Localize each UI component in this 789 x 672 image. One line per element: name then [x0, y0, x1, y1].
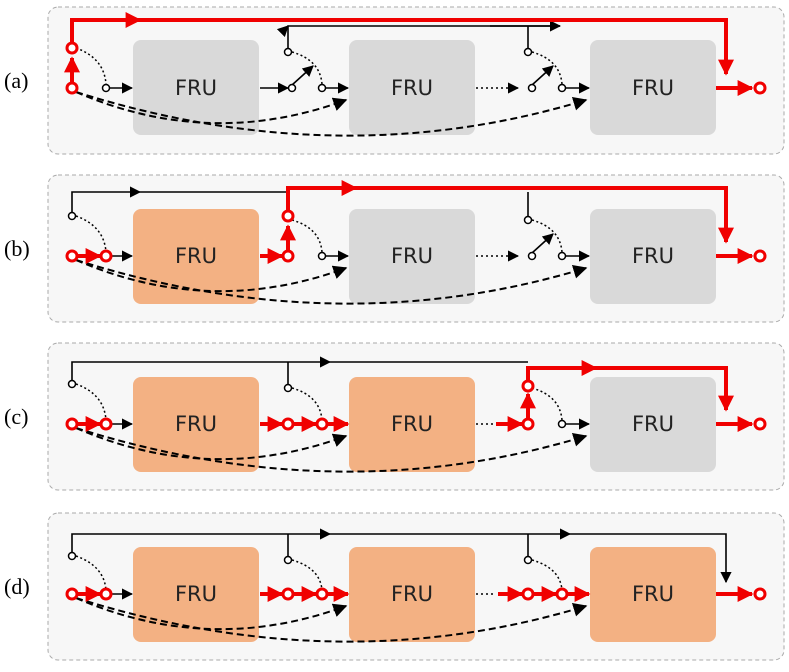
fru-block-3: [590, 209, 716, 304]
switch-nodes: [67, 211, 567, 261]
fru-block-label: FRU: [632, 582, 674, 606]
active-path: [78, 360, 754, 432]
fru-block-label: FRU: [175, 76, 217, 100]
skip-connection-wires: [71, 528, 732, 600]
panel-label: (b): [4, 236, 30, 261]
skip-connection-wires: [71, 186, 591, 262]
switch-nodes: [101, 47, 567, 93]
fru-block-2: [349, 209, 475, 304]
switch-dotted-wires: [75, 555, 563, 591]
switch-dotted-wires: [75, 47, 563, 85]
red-nodes: [65, 379, 767, 431]
fru-block-label: FRU: [391, 412, 433, 436]
fru-block-label: FRU: [391, 582, 433, 606]
switch-nodes: [67, 379, 567, 429]
fru-block-2: [349, 547, 475, 642]
fru-block-1: [133, 209, 259, 304]
panel-label: (d): [4, 574, 30, 599]
red-nodes: [65, 209, 767, 263]
skip-connection-wires: [71, 356, 591, 430]
fru-block-label: FRU: [175, 582, 217, 606]
panel-c: (c) FRU FRU FRU: [4, 342, 785, 491]
fru-block-2: [349, 377, 475, 472]
fru-block-label: FRU: [391, 244, 433, 268]
fru-block-3: [590, 40, 716, 135]
panel-label: (c): [4, 404, 28, 429]
active-path: [78, 180, 754, 264]
fru-block-label: FRU: [391, 76, 433, 100]
fru-block-1: [133, 377, 259, 472]
fru-block-label: FRU: [632, 412, 674, 436]
fru-block-2: [349, 40, 475, 135]
panel-b: (b) FRU FRU FRU: [4, 174, 785, 323]
panel-d: (d) FRU FRU FRU: [4, 512, 785, 661]
fru-block-label: FRU: [632, 244, 674, 268]
input-dashed-wires: [75, 259, 588, 305]
switch-nodes: [67, 551, 533, 565]
switch-dotted-wires: [75, 215, 563, 253]
red-nodes: [65, 41, 767, 95]
panel-a: (a) FRU FRU FRU: [4, 6, 785, 155]
input-dashed-wires: [75, 91, 588, 137]
fru-block-label: FRU: [175, 244, 217, 268]
active-path: [64, 12, 754, 96]
fru-block-label: FRU: [632, 76, 674, 100]
switch-dotted-wires: [75, 383, 563, 421]
fru-block-3: [590, 377, 716, 472]
panel-label: (a): [4, 68, 28, 93]
fru-block-1: [133, 40, 259, 135]
fru-block-1: [133, 547, 259, 642]
skip-connection-wires: [108, 20, 591, 94]
fru-block-label: FRU: [175, 412, 217, 436]
input-dashed-wires: [75, 427, 588, 473]
input-dashed-wires: [75, 597, 588, 643]
red-nodes: [65, 587, 767, 601]
fru-block-3: [590, 547, 716, 642]
